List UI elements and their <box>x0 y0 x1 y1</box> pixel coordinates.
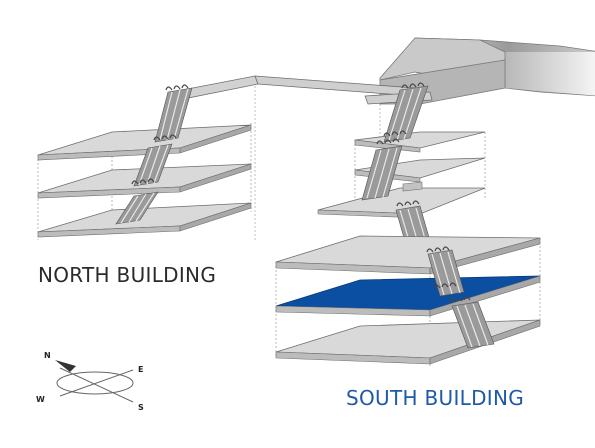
compass-icon: N E S W <box>36 351 144 412</box>
south-escalator-2 <box>361 138 403 201</box>
compass-s-label: S <box>138 403 144 412</box>
north-floor-1 <box>37 202 252 238</box>
compass-e-label: E <box>138 365 143 374</box>
north-building-label: NORTH BUILDING <box>38 263 217 287</box>
compass-w-label: W <box>36 395 45 404</box>
south-floor-3 <box>275 235 541 275</box>
south-building-upper <box>317 82 486 253</box>
north-escalator-lower <box>115 191 159 225</box>
south-escalator-1 <box>383 82 429 143</box>
south-building-label: SOUTH BUILDING <box>346 386 525 410</box>
south-upper-floor-1 <box>317 181 486 219</box>
south-floor-1 <box>275 319 541 365</box>
south-escalator-5 <box>447 296 495 349</box>
north-floor-3 <box>37 124 252 161</box>
south-escalator-4 <box>426 246 465 297</box>
north-escalator-middle <box>131 143 173 187</box>
north-building <box>37 84 252 240</box>
south-floor-2-highlighted <box>275 275 541 317</box>
north-escalator-upper <box>153 84 193 143</box>
tunnel-connector <box>379 37 595 105</box>
south-upper-floor-3 <box>354 131 486 153</box>
compass-n-label: N <box>44 351 51 360</box>
south-building <box>275 235 541 366</box>
